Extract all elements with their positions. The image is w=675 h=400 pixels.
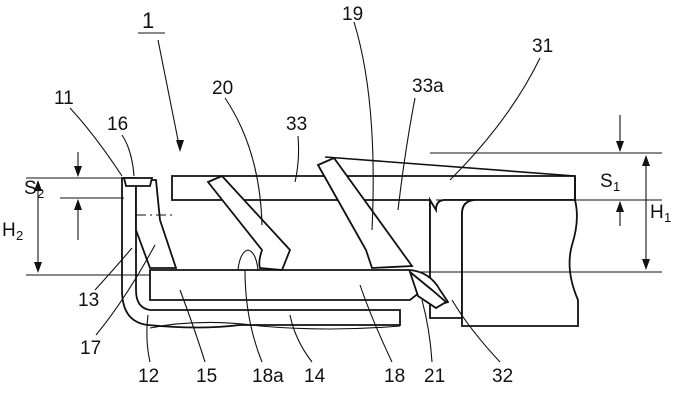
leader-31 — [449, 57, 541, 181]
label-s2: S — [24, 178, 37, 199]
label-17: 17 — [80, 338, 101, 359]
leader-1 — [157, 39, 181, 151]
label-14: 14 — [304, 366, 326, 387]
seal-base — [149, 269, 450, 308]
leader-33 — [294, 135, 300, 183]
label-h1-sub: 1 — [664, 210, 671, 225]
label-33: 33 — [286, 114, 307, 135]
leader-18 — [359, 284, 393, 363]
label-12: 12 — [138, 366, 159, 387]
label-s1-sub: 1 — [613, 179, 620, 194]
seal-lip-20 — [206, 174, 292, 271]
seal-tail-21 — [408, 269, 448, 310]
label-33a: 33a — [412, 76, 444, 97]
reference-labels: 1 11 16 20 33 19 33a 31 S 2 H 2 S 1 H 1 … — [2, 4, 671, 387]
label-h1: H — [650, 202, 664, 223]
member-31 — [171, 156, 579, 327]
leader-16 — [121, 134, 135, 177]
leader-32 — [451, 299, 501, 363]
label-13: 13 — [78, 290, 99, 311]
label-h2-sub: 2 — [16, 228, 23, 243]
member-body — [461, 176, 579, 327]
groove-18a — [237, 249, 259, 271]
leader-15 — [179, 289, 206, 363]
leader-12 — [146, 314, 151, 363]
leader-11 — [69, 107, 123, 177]
leader-14 — [289, 314, 313, 363]
leader-17 — [95, 244, 156, 336]
seal-profile — [122, 156, 450, 310]
seal-lip-19 — [316, 156, 414, 269]
leader-20 — [224, 97, 263, 226]
label-20: 20 — [212, 78, 233, 99]
label-h2: H — [2, 220, 16, 241]
leader-lines — [69, 21, 541, 363]
seal-lip-13 — [135, 179, 178, 269]
label-19: 19 — [342, 4, 363, 25]
label-11: 11 — [54, 88, 74, 109]
label-21: 21 — [424, 366, 445, 387]
top-edge-guide — [324, 156, 576, 177]
label-18a: 18a — [252, 366, 284, 387]
dimension-lines — [26, 115, 662, 276]
label-s2-sub: 2 — [37, 186, 44, 201]
leader-33a — [397, 97, 416, 211]
label-15: 15 — [196, 366, 217, 387]
label-16: 16 — [107, 114, 128, 135]
leader-18a — [244, 269, 263, 363]
label-32: 32 — [492, 366, 513, 387]
label-31: 31 — [532, 36, 553, 57]
label-18: 18 — [384, 366, 405, 387]
label-s1: S — [600, 171, 613, 192]
leader-21 — [421, 299, 433, 363]
base-line — [149, 321, 401, 330]
label-1: 1 — [142, 8, 154, 33]
leader-19 — [353, 21, 374, 231]
seal-tip-16 — [122, 177, 154, 187]
frame-12 — [121, 177, 401, 330]
channel-body — [121, 177, 401, 329]
leader-13 — [94, 247, 133, 291]
